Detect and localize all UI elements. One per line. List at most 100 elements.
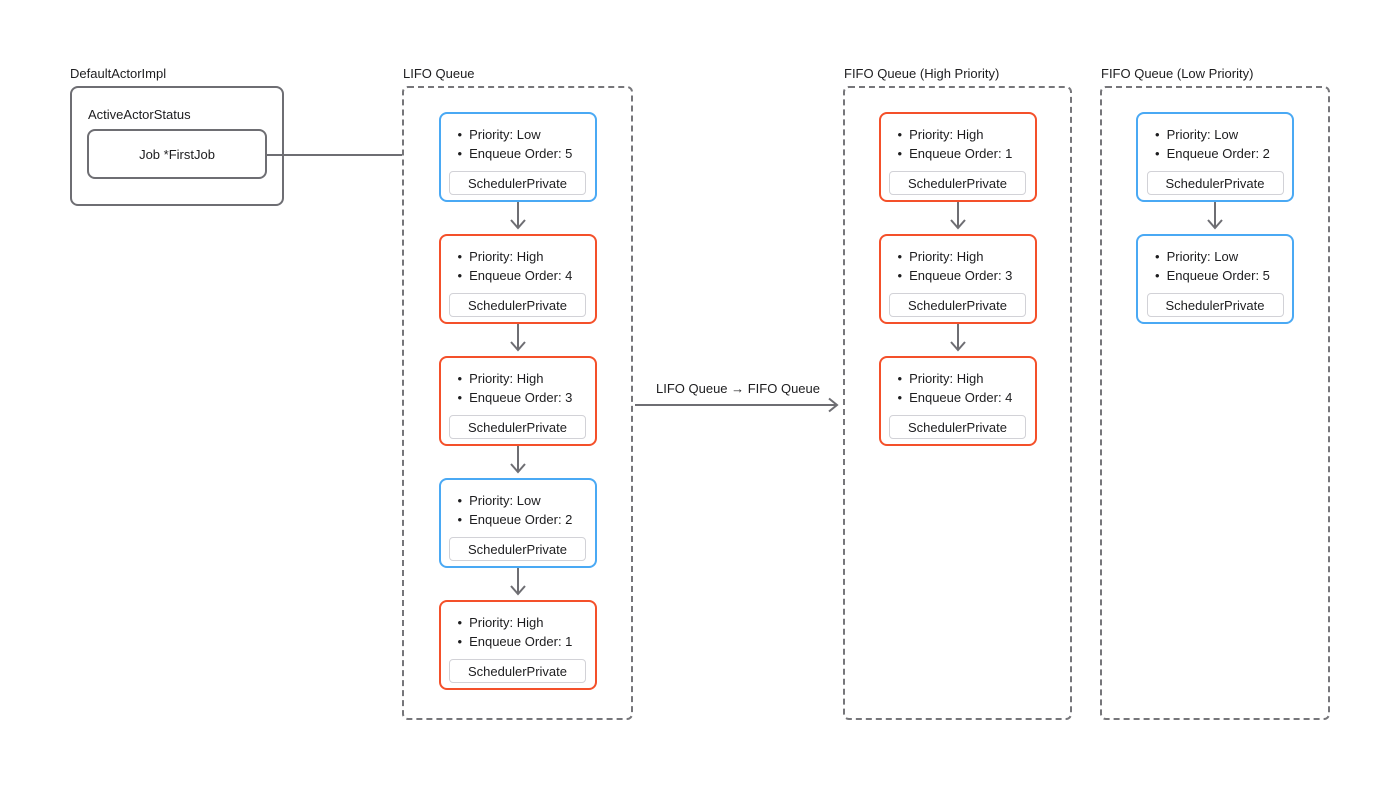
- job-order-line: • Enqueue Order: 3: [441, 388, 595, 407]
- bullet-icon: •: [897, 390, 903, 405]
- first-job-box: Job *FirstJob: [87, 129, 267, 179]
- job-order-line: • Enqueue Order: 2: [441, 510, 595, 529]
- job-order-line: • Enqueue Order: 5: [441, 144, 595, 163]
- scheduler-private-text: SchedulerPrivate: [468, 541, 567, 557]
- fifo-low-queue-label: FIFO Queue (Low Priority): [1101, 66, 1254, 81]
- job-priority-text: Priority: Low: [469, 127, 541, 142]
- job-node: • Priority: Low • Enqueue Order: 5 Sched…: [438, 112, 597, 202]
- lifo-queue-label: LIFO Queue: [403, 66, 475, 81]
- bullet-icon: •: [897, 249, 903, 264]
- job-node: • Priority: Low • Enqueue Order: 2 Sched…: [1136, 112, 1294, 202]
- job-order-line: • Enqueue Order: 1: [881, 144, 1035, 163]
- down-arrow-icon: [948, 202, 968, 234]
- job-order-line: • Enqueue Order: 1: [441, 632, 595, 651]
- bullet-icon: •: [1155, 249, 1160, 264]
- job-node: • Priority: High • Enqueue Order: 1 Sche…: [878, 112, 1037, 202]
- job-priority-line: • Priority: Low: [1138, 247, 1292, 266]
- bullet-icon: •: [457, 127, 463, 142]
- actor-impl-box: ActiveActorStatus Job *FirstJob: [70, 86, 284, 206]
- job-priority-line: • Priority: High: [441, 369, 595, 388]
- arrow-lifo-to-fifo-icon: [635, 397, 839, 413]
- lifo-queue-container: • Priority: Low • Enqueue Order: 5 Sched…: [402, 86, 633, 720]
- bullet-icon: •: [1155, 146, 1160, 161]
- scheduler-private-box: SchedulerPrivate: [449, 171, 586, 195]
- job-priority-text: Priority: High: [909, 371, 984, 386]
- job-order-text: Enqueue Order: 4: [469, 268, 573, 283]
- scheduler-private-text: SchedulerPrivate: [468, 297, 567, 313]
- job-priority-text: Priority: Low: [469, 493, 541, 508]
- bullet-icon: •: [457, 371, 463, 386]
- job-priority-text: Priority: High: [469, 371, 544, 386]
- job-priority-text: Priority: High: [469, 615, 544, 630]
- scheduler-private-text: SchedulerPrivate: [908, 419, 1007, 435]
- scheduler-private-box: SchedulerPrivate: [889, 415, 1026, 439]
- job-order-line: • Enqueue Order: 3: [881, 266, 1035, 285]
- job-priority-line: • Priority: High: [441, 613, 595, 632]
- down-arrow-icon: [508, 568, 528, 600]
- job-node: • Priority: High • Enqueue Order: 4 Sche…: [878, 356, 1037, 446]
- bullet-icon: •: [897, 127, 903, 142]
- scheduler-private-text: SchedulerPrivate: [468, 419, 567, 435]
- job-order-text: Enqueue Order: 2: [469, 512, 573, 527]
- job-order-text: Enqueue Order: 1: [909, 146, 1013, 161]
- down-arrow-icon: [508, 324, 528, 356]
- active-actor-status-label: ActiveActorStatus: [88, 107, 191, 122]
- job-priority-line: • Priority: High: [881, 369, 1035, 388]
- scheduler-private-text: SchedulerPrivate: [1165, 175, 1265, 191]
- job-priority-line: • Priority: Low: [441, 125, 595, 144]
- scheduler-private-box: SchedulerPrivate: [889, 293, 1026, 317]
- scheduler-private-box: SchedulerPrivate: [1146, 293, 1284, 317]
- scheduler-private-box: SchedulerPrivate: [449, 415, 586, 439]
- job-priority-line: • Priority: Low: [441, 491, 595, 510]
- bullet-icon: •: [1155, 268, 1160, 283]
- bullet-icon: •: [897, 268, 903, 283]
- job-node: • Priority: High • Enqueue Order: 1 Sche…: [438, 600, 597, 690]
- down-arrow-icon: [948, 324, 968, 356]
- job-order-line: • Enqueue Order: 5: [1138, 266, 1292, 285]
- job-order-line: • Enqueue Order: 4: [441, 266, 595, 285]
- job-order-line: • Enqueue Order: 2: [1138, 144, 1292, 163]
- job-order-text: Enqueue Order: 4: [909, 390, 1013, 405]
- bullet-icon: •: [457, 512, 463, 527]
- bullet-icon: •: [897, 371, 903, 386]
- job-node: • Priority: Low • Enqueue Order: 2 Sched…: [438, 478, 597, 568]
- scheduler-private-box: SchedulerPrivate: [449, 293, 586, 317]
- job-order-text: Enqueue Order: 1: [469, 634, 573, 649]
- fifo-high-queue-label: FIFO Queue (High Priority): [844, 66, 1000, 81]
- fifo-high-queue-body: • Priority: High • Enqueue Order: 1 Sche…: [845, 88, 1070, 718]
- job-order-text: Enqueue Order: 2: [1166, 146, 1270, 161]
- job-order-text: Enqueue Order: 3: [909, 268, 1013, 283]
- job-node: • Priority: Low • Enqueue Order: 5 Sched…: [1136, 234, 1294, 324]
- job-priority-line: • Priority: Low: [1138, 125, 1292, 144]
- transfer-arrow-label: LIFO Queue → FIFO Queue: [655, 381, 820, 396]
- lifo-queue-body: • Priority: Low • Enqueue Order: 5 Sched…: [404, 88, 631, 718]
- job-priority-text: Priority: Low: [1166, 127, 1239, 142]
- fifo-low-queue-container: • Priority: Low • Enqueue Order: 2 Sched…: [1100, 86, 1330, 720]
- bullet-icon: •: [457, 268, 463, 283]
- scheduler-private-text: SchedulerPrivate: [1165, 297, 1265, 313]
- job-order-text: Enqueue Order: 3: [469, 390, 573, 405]
- job-node: • Priority: High • Enqueue Order: 4 Sche…: [438, 234, 597, 324]
- scheduler-private-text: SchedulerPrivate: [468, 663, 567, 679]
- job-priority-line: • Priority: High: [881, 125, 1035, 144]
- job-priority-text: Priority: High: [469, 249, 544, 264]
- bullet-icon: •: [457, 493, 463, 508]
- job-priority-text: Priority: Low: [1166, 249, 1239, 264]
- actor-impl-label: DefaultActorImpl: [70, 66, 167, 81]
- scheduler-private-box: SchedulerPrivate: [449, 537, 586, 561]
- bullet-icon: •: [457, 146, 463, 161]
- job-node: • Priority: High • Enqueue Order: 3 Sche…: [438, 356, 597, 446]
- down-arrow-icon: [508, 446, 528, 478]
- job-node: • Priority: High • Enqueue Order: 3 Sche…: [878, 234, 1037, 324]
- bullet-icon: •: [457, 249, 463, 264]
- job-priority-line: • Priority: High: [441, 247, 595, 266]
- fifo-low-queue-body: • Priority: Low • Enqueue Order: 2 Sched…: [1102, 88, 1328, 718]
- bullet-icon: •: [897, 146, 903, 161]
- bullet-icon: •: [1155, 127, 1160, 142]
- job-order-line: • Enqueue Order: 4: [881, 388, 1035, 407]
- bullet-icon: •: [457, 634, 463, 649]
- scheduler-private-box: SchedulerPrivate: [889, 171, 1026, 195]
- job-order-text: Enqueue Order: 5: [469, 146, 573, 161]
- first-job-label: Job *FirstJob: [139, 146, 215, 162]
